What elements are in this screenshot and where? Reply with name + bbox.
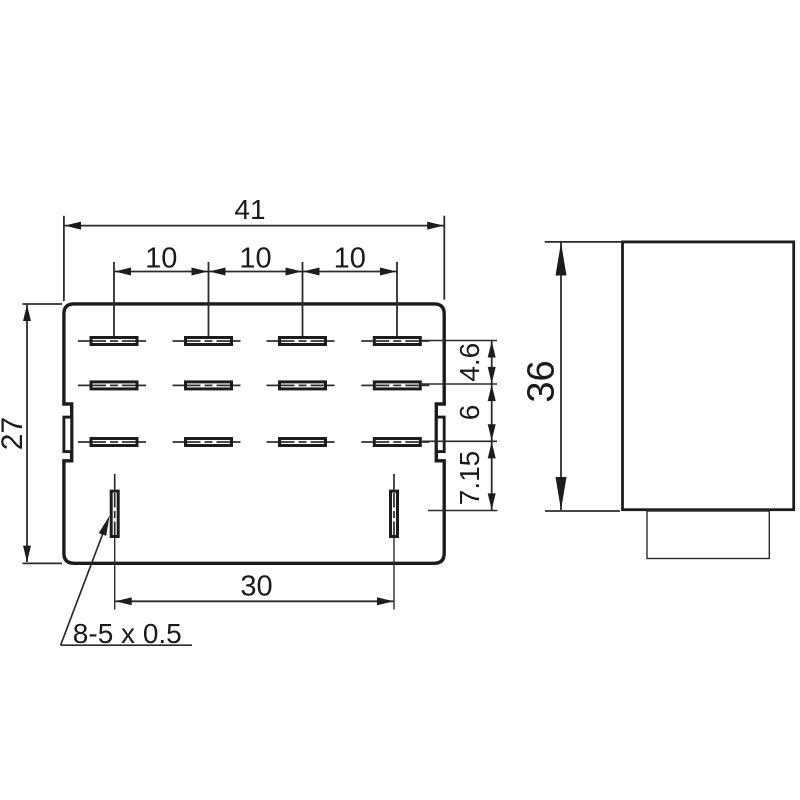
- svg-text:6: 6: [454, 405, 485, 421]
- svg-text:10: 10: [239, 243, 271, 275]
- svg-text:10: 10: [145, 243, 177, 275]
- svg-text:7.15: 7.15: [454, 451, 485, 506]
- svg-text:36: 36: [521, 360, 563, 402]
- svg-text:30: 30: [240, 571, 272, 603]
- svg-text:4.6: 4.6: [454, 343, 485, 382]
- svg-text:10: 10: [334, 243, 366, 275]
- svg-text:41: 41: [234, 194, 265, 225]
- svg-text:8-5 x 0.5: 8-5 x 0.5: [73, 618, 182, 649]
- svg-text:27: 27: [0, 417, 29, 450]
